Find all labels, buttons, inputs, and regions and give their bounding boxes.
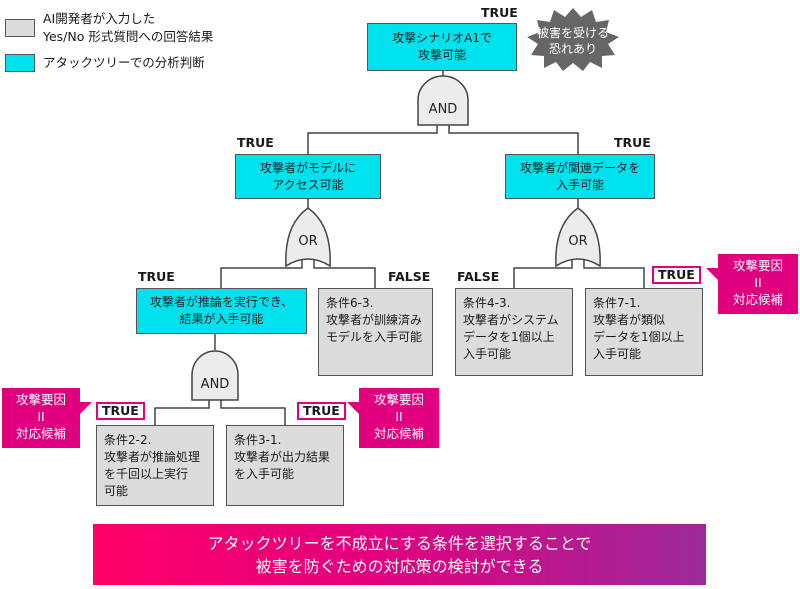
callout-factor-left: 攻撃要因 II 対応候補 (2, 388, 92, 448)
callout-factor-middle: 攻撃要因 II 対応候補 (347, 388, 439, 448)
connector-left-right (313, 260, 376, 288)
node-right-left: 条件4-3. 攻撃者がシステム データを1個以上 入手可能 (455, 288, 573, 376)
node-left-left: 攻撃者が推論を実行でき、 結果が入手可能 (136, 288, 307, 334)
risk-badge-line1: 被害を受ける (537, 25, 609, 40)
result-right-right: TRUE (652, 266, 701, 284)
node-left: 攻撃者がモデルに アクセス可能 (235, 154, 381, 199)
and-gate-lower-label-text: AND (201, 377, 230, 392)
and-gate-lower (191, 350, 239, 401)
or-gate-left (285, 207, 331, 268)
connector-root-left (307, 125, 438, 154)
risk-starburst (527, 8, 619, 71)
and-gate-root-label: AND (429, 102, 458, 117)
result-root: TRUE (481, 5, 518, 20)
node-left-label: 攻撃者がモデルに アクセス可能 (259, 160, 356, 192)
conclusion-banner-text: アタックツリーを不成立にする条件を選択することで 被害を防ぐための対応策の検討が… (207, 533, 592, 576)
result-ll-right: TRUE (297, 402, 346, 420)
node-left-right: 条件6-3. 攻撃者が訓練済み モデルを入手可能 (318, 288, 433, 376)
result-left: TRUE (237, 135, 274, 150)
node-ll-left-label: 条件2-2. 攻撃者が推論処理 を千回以上実行 可能 (104, 433, 201, 498)
connector-root-right (448, 125, 579, 154)
node-right-right-label: 条件7-1. 攻撃者が類似 データを1個以上 入手可能 (593, 296, 685, 361)
connector-right-right (583, 260, 645, 288)
callout-factor-right: 攻撃要因 II 対応候補 (706, 254, 798, 314)
connector-left-left (220, 260, 303, 288)
node-left-left-label: 攻撃者が推論を実行でき、 結果が入手可能 (149, 295, 294, 326)
node-right-right: 条件7-1. 攻撃者が類似 データを1個以上 入手可能 (585, 288, 703, 376)
conclusion-banner: アタックツリーを不成立にする条件を選択することで 被害を防ぐための対応策の検討が… (93, 524, 706, 585)
legend-label-answer: AI開発者が入力した Yes/No 形式質問への回答結果 (43, 11, 214, 44)
legend-swatch-answer (5, 19, 35, 37)
node-right: 攻撃者が関連データを 入手可能 (505, 154, 655, 199)
legend-swatch-analysis (5, 54, 35, 72)
or-gate-right (555, 207, 601, 268)
node-root-label: 攻撃シナリオA1で 攻撃可能 (392, 31, 492, 62)
and-gate-root (417, 75, 469, 126)
node-root: 攻撃シナリオA1で 攻撃可能 (367, 23, 517, 71)
node-ll-left: 条件2-2. 攻撃者が推論処理 を千回以上実行 可能 (96, 425, 214, 506)
connector-right-left (513, 260, 573, 288)
node-ll-right-label: 条件3-1. 攻撃者が出力結果 を入手可能 (234, 433, 331, 481)
or-gate-right-label: OR (568, 234, 587, 249)
risk-badge-line2: 恐れあり (549, 42, 597, 56)
result-right-left: FALSE (457, 269, 500, 284)
result-ll-left: TRUE (96, 402, 145, 420)
node-right-label: 攻撃者が関連データを 入手可能 (519, 160, 640, 192)
legend-label-analysis: アタックツリーでの分析判断 (43, 55, 205, 70)
node-ll-right: 条件3-1. 攻撃者が出力結果 を入手可能 (226, 425, 344, 506)
result-left-right: FALSE (388, 269, 431, 284)
connector-ll-right (220, 400, 286, 425)
or-gate-left-label: OR (298, 234, 317, 249)
node-right-left-label: 条件4-3. 攻撃者がシステム データを1個以上 入手可能 (463, 296, 559, 361)
node-left-right-label: 条件6-3. 攻撃者が訓練済み モデルを入手可能 (326, 296, 423, 344)
result-right: TRUE (614, 135, 651, 150)
connector-ll-left (154, 400, 210, 425)
result-left-left: TRUE (138, 269, 175, 284)
